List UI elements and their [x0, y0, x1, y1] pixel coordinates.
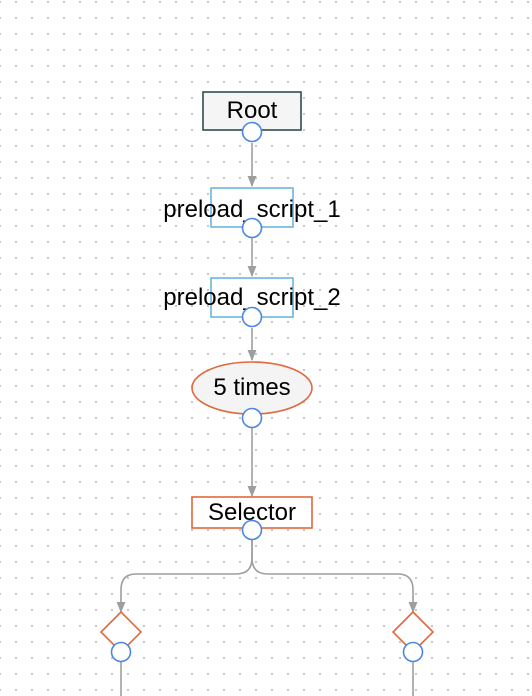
edges-layer	[116, 143, 418, 696]
port-preload-script-1-out[interactable]	[241, 217, 263, 239]
port-root-out[interactable]	[241, 121, 263, 143]
edge-selector-to-cond-left[interactable]	[116, 540, 253, 614]
port-cond-left-out[interactable]	[110, 641, 132, 663]
port-selector-out[interactable]	[241, 519, 263, 541]
port-preload-script-2-out[interactable]	[241, 306, 263, 328]
port-cond-right-out[interactable]	[402, 641, 424, 663]
node-repeat[interactable]: 5 times	[191, 361, 313, 415]
node-root-label: Root	[227, 97, 278, 124]
node-repeat-label: 5 times	[213, 374, 290, 401]
edge-selector-to-cond-right[interactable]	[251, 540, 418, 614]
ports-layer	[110, 121, 424, 663]
node-preload-script-2-label: preload_script_2	[163, 284, 340, 311]
port-repeat-out[interactable]	[241, 407, 263, 429]
